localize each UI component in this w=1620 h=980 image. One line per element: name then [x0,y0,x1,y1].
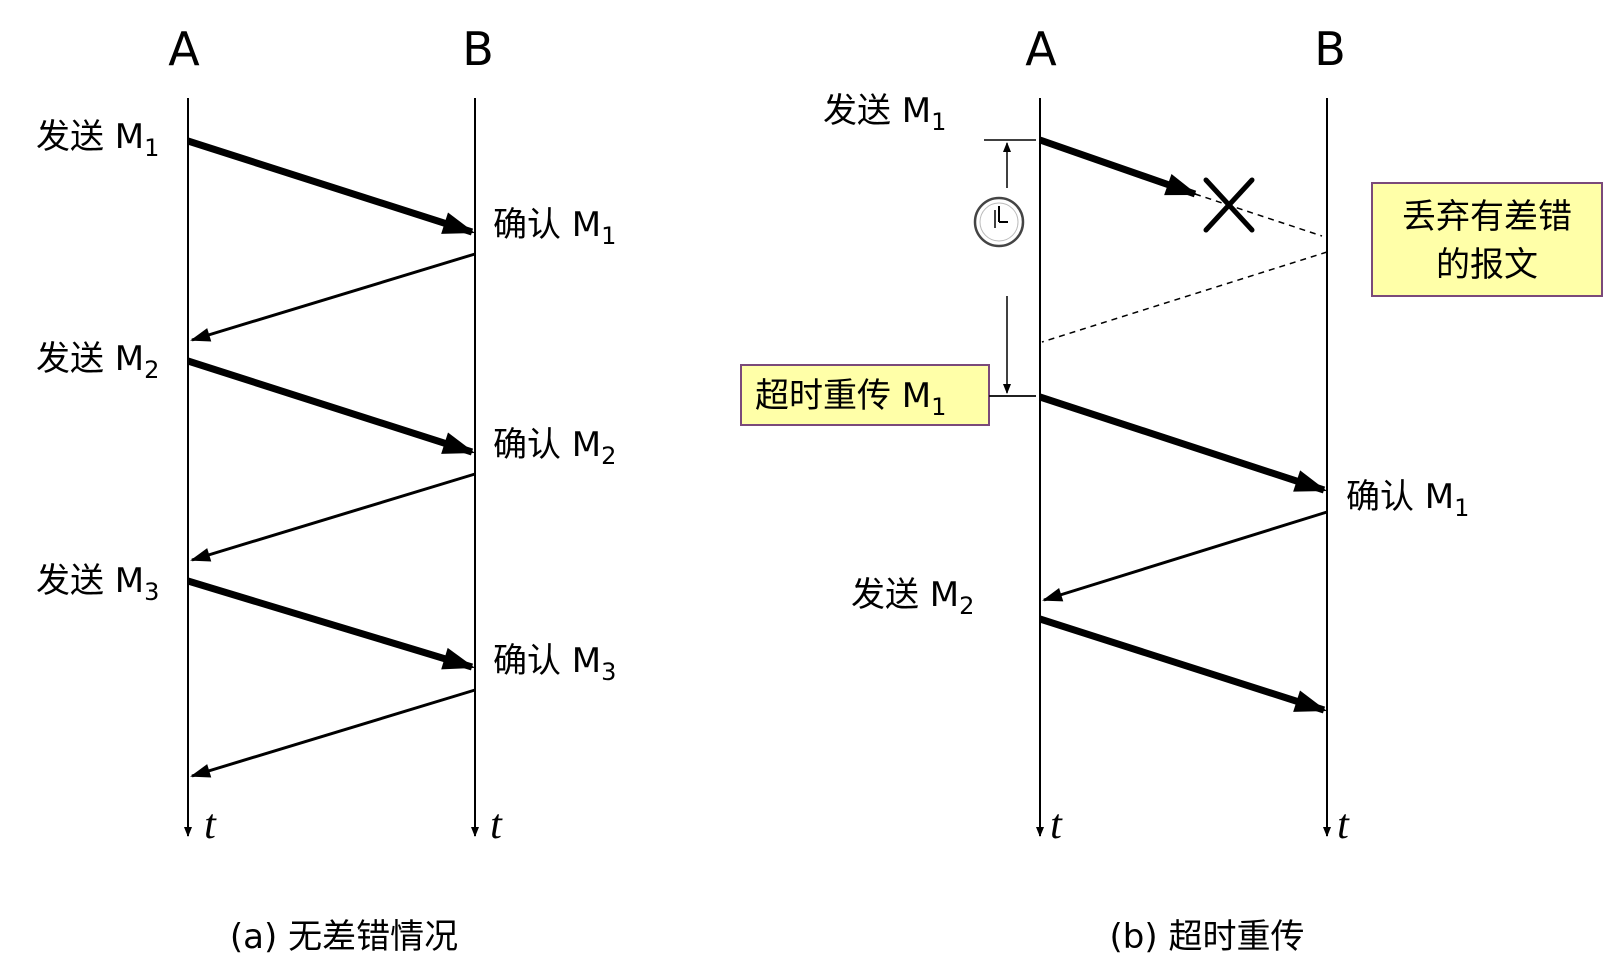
panel-a-ack-m3-label: 确认 M3 [493,641,616,686]
panel-a-send-m1-label: 发送 M1 [36,117,159,162]
panel-a-ack-m2-label: 确认 M2 [493,425,616,470]
panel-a-ack-arrow-m1 [190,252,476,342]
panel-a-data-arrow-m1 [186,137,476,236]
panel-b-timeout-retransmit: A B t t 发送 M1 [740,22,1603,957]
clock-icon [973,196,1025,248]
panel-a-send-m3-label: 发送 M3 [36,561,159,606]
panel-b-ack-arrow-m1 [1042,510,1328,602]
cross-icon [1203,177,1255,233]
panel-a-ack-m1-label: 确认 M1 [493,205,616,250]
discard-callout: 丢弃有差错 的报文 [1371,182,1603,297]
panel-a-ack-arrow-m2 [190,472,476,562]
panel-a-caption: (a) 无差错情况 [230,917,458,957]
retransmit-callout: 超时重传 M1 [740,364,990,426]
panel-b-host-a-label: A [1025,22,1057,76]
panel-b-send-m2-label: 发送 M2 [851,575,974,620]
panel-b-time-label-b: t [1337,802,1350,848]
panel-b-data-arrow-m1-lost [1038,136,1199,198]
discard-label-line1: 丢弃有差错 [1402,197,1572,237]
panel-a-host-a-label: A [168,22,200,76]
panel-a-time-label-b: t [490,802,503,848]
panel-a-ack-arrow-m3 [190,688,476,778]
panel-a-send-m2-label: 发送 M2 [36,339,159,384]
panel-b-lost-path-dashed [1194,193,1323,237]
panel-b-time-label-a: t [1050,802,1063,848]
panel-a-data-arrow-m2 [186,357,476,456]
panel-b-ack-m1-label: 确认 M1 [1346,477,1469,522]
panel-b-data-arrow-m2 [1038,615,1328,714]
panel-b-data-arrow-m1-retransmit [1038,393,1328,494]
panel-b-no-ack-dashed [1041,251,1328,343]
panel-a-time-label-a: t [204,802,217,848]
panel-a-data-arrow-m3 [186,577,476,671]
panel-b-send-m1-label: 发送 M1 [823,91,946,136]
panel-a-no-error: A B t t 发送 M1 发送 M2 发送 M3 确认 M1 确认 M2 确认… [36,22,616,957]
panel-b-host-b-label: B [1314,22,1346,76]
panel-b-caption: (b) 超时重传 [1110,917,1305,957]
panel-a-host-b-label: B [462,22,494,76]
discard-label-line2: 的报文 [1436,245,1538,285]
retransmit-label: 超时重传 M1 [755,376,946,421]
